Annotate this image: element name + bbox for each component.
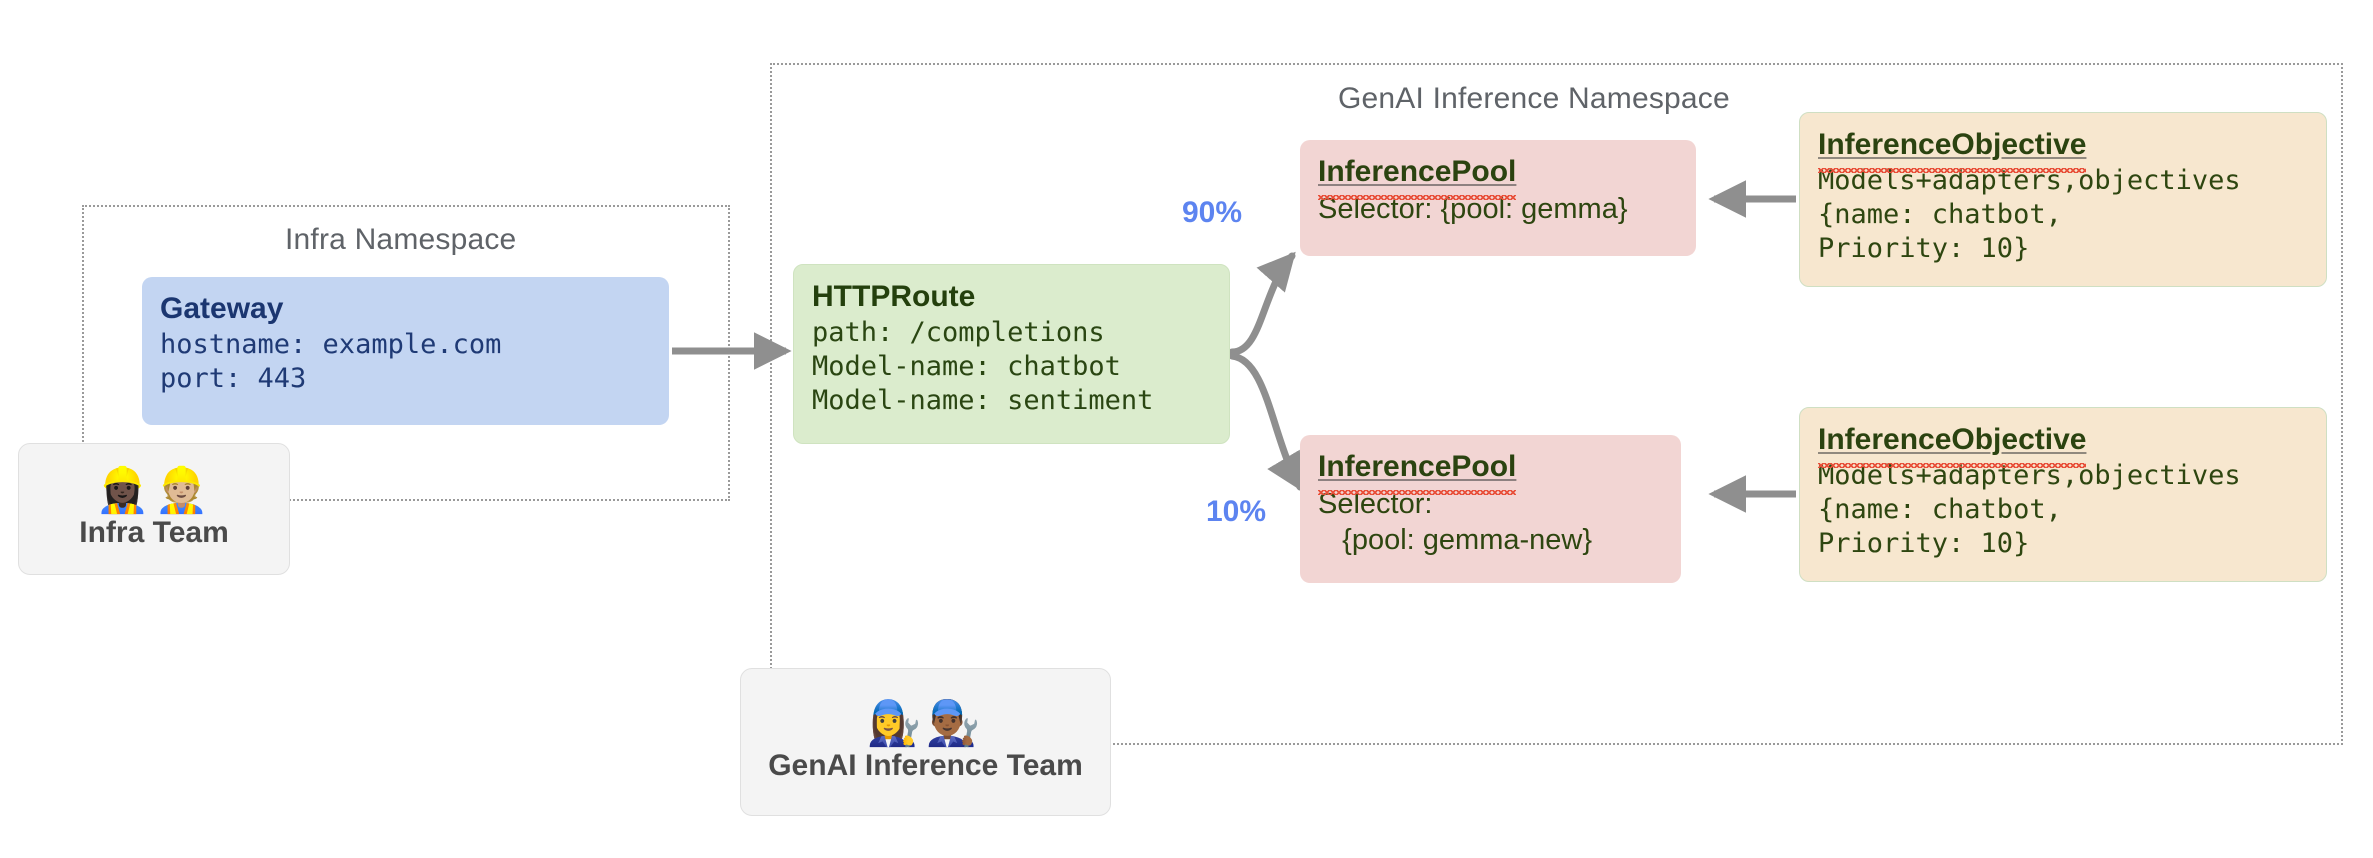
node-inferenceobjective-top-line-models: Models+adapters,objectives	[1818, 164, 2241, 196]
node-inferenceobjective-top-line-priority: Priority: 10}	[1818, 233, 2030, 265]
node-inferenceobjective-bottom-kind: InferenceObjective	[1818, 422, 2087, 468]
team-card-genai[interactable]: 👩‍🔧👨🏾‍🔧 GenAI Inference Team	[740, 668, 1111, 816]
node-inferenceobjective-top-kind: InferenceObjective	[1818, 127, 2087, 173]
node-inferenceobjective-top[interactable]: InferenceObjective Models+adapters,objec…	[1799, 112, 2327, 287]
node-httproute-line-path: path: /completions	[812, 316, 1105, 348]
node-inferenceobjective-bottom[interactable]: InferenceObjective Models+adapters,objec…	[1799, 407, 2327, 582]
node-inferencepool-gemma-new-selector-value: {pool: gemma-new}	[1318, 524, 1593, 557]
node-gateway-kind: Gateway	[160, 292, 284, 325]
node-gateway-line-hostname: hostname: example.com	[160, 328, 502, 360]
node-inferencepool-gemma-kind: InferencePool	[1318, 154, 1517, 200]
node-inferenceobjective-bottom-line-priority: Priority: 10}	[1818, 528, 2030, 560]
genai-team-label: GenAI Inference Team	[768, 749, 1083, 783]
node-inferenceobjective-bottom-line-name: {name: chatbot,	[1818, 493, 2062, 525]
node-gateway-line-port: port: 443	[160, 362, 307, 394]
node-httproute-line-model-chatbot: Model-name: chatbot	[812, 350, 1121, 382]
namespace-genai-title: GenAI Inference Namespace	[1338, 82, 1730, 115]
node-inferencepool-gemma-new-selector-label: Selector:	[1318, 487, 1433, 520]
node-httproute-line-model-sentiment: Model-name: sentiment	[812, 385, 1154, 417]
infra-team-label: Infra Team	[79, 516, 229, 550]
node-inferencepool-gemma-new[interactable]: InferencePool Selector: {pool: gemma-new…	[1300, 435, 1681, 583]
node-gateway[interactable]: Gateway hostname: example.com port: 443	[142, 277, 669, 425]
node-httproute[interactable]: HTTPRoute path: /completions Model-name:…	[793, 264, 1230, 444]
node-inferencepool-gemma-new-kind: InferencePool	[1318, 449, 1517, 495]
edge-label-90-percent: 90%	[1182, 196, 1243, 229]
node-httproute-kind: HTTPRoute	[812, 280, 976, 313]
node-inferencepool-gemma-selector: Selector: {pool: gemma}	[1318, 192, 1628, 225]
node-inferencepool-gemma[interactable]: InferencePool Selector: {pool: gemma}	[1300, 140, 1696, 256]
genai-team-avatar-icon: 👩‍🔧👨🏾‍🔧	[866, 697, 985, 749]
team-card-infra[interactable]: 👷🏿‍♀️👷🏼 Infra Team	[18, 443, 290, 575]
node-inferenceobjective-top-line-name: {name: chatbot,	[1818, 198, 2062, 230]
edge-label-10-percent: 10%	[1206, 495, 1267, 528]
infra-team-avatar-icon: 👷🏿‍♀️👷🏼	[95, 464, 213, 516]
node-inferenceobjective-bottom-line-models: Models+adapters,objectives	[1818, 459, 2241, 491]
namespace-infra-title: Infra Namespace	[285, 223, 517, 256]
namespace-genai	[770, 63, 2343, 745]
